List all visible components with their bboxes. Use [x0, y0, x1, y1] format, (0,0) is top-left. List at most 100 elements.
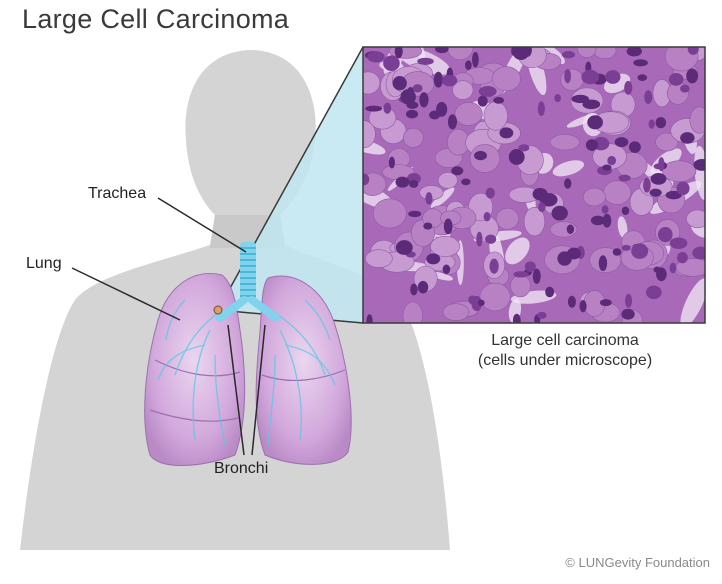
cell-nucleus [545, 286, 555, 298]
cell-nucleus [417, 280, 429, 294]
cell-nucleus [443, 218, 453, 235]
cell-nucleus [478, 85, 497, 97]
cell-nucleus [680, 84, 690, 93]
cell [523, 207, 546, 237]
cell-nucleus [465, 60, 472, 71]
cell [577, 47, 597, 58]
cell-nucleus [554, 94, 561, 103]
cell-nucleus [587, 115, 603, 130]
cell [363, 71, 381, 95]
cell-nucleus [537, 311, 547, 319]
cell [479, 282, 511, 312]
cell-nucleus [566, 224, 575, 234]
cell-nucleus [605, 70, 621, 84]
cell-nucleus [417, 57, 434, 65]
cell [655, 132, 679, 152]
cell-nucleus [425, 192, 433, 205]
cell-nucleus [409, 179, 419, 188]
cell-nucleus [532, 268, 541, 284]
stroma [680, 278, 705, 323]
cell-nucleus [406, 86, 415, 98]
microscope-caption: Large cell carcinoma (cells under micros… [430, 331, 700, 371]
stroma [552, 160, 585, 177]
cell-nucleus [419, 92, 429, 108]
cell-nucleus [687, 47, 699, 55]
cell-nucleus [668, 72, 684, 86]
cell-nucleus [485, 234, 497, 244]
cell-nucleus [676, 181, 690, 196]
cell-nucleus [614, 137, 629, 148]
cell-nucleus [598, 255, 608, 272]
cell-nucleus [571, 94, 590, 104]
cell-nucleus [408, 210, 422, 218]
cell [549, 134, 580, 151]
cell [510, 274, 531, 298]
cell-nucleus [607, 155, 617, 166]
cell-nucleus [581, 69, 600, 85]
cell [454, 102, 483, 126]
cell-nucleus [472, 51, 479, 68]
cell-nucleus [447, 114, 458, 130]
lobe-fissure [154, 359, 241, 377]
cell-nucleus [564, 69, 571, 84]
tissue-cells [363, 47, 705, 323]
cell-nucleus [532, 187, 548, 201]
cell-nucleus [461, 178, 471, 186]
cell-nucleus [537, 101, 545, 117]
cell-nucleus [423, 222, 433, 230]
cell-nucleus [579, 300, 587, 313]
cell-nucleus [383, 55, 400, 72]
cell [442, 303, 470, 321]
cell-nucleus [512, 313, 521, 323]
cell-nucleus [483, 211, 491, 222]
cell-nucleus [441, 74, 458, 87]
cell-nucleus [628, 141, 641, 154]
lobe-fissure [149, 409, 239, 422]
cell-nucleus [633, 59, 648, 67]
cell-nucleus [366, 314, 373, 323]
cell-nucleus [429, 110, 441, 120]
microscope-image [363, 47, 705, 323]
cell-nucleus [499, 127, 514, 139]
cell-nucleus [442, 264, 451, 275]
cell-nucleus [624, 80, 633, 95]
cell-nucleus [511, 47, 518, 57]
cell [686, 209, 705, 229]
cell [437, 171, 458, 189]
cell-nucleus [602, 213, 612, 228]
cell-nucleus [518, 144, 530, 152]
cell-nucleus [561, 51, 576, 59]
cell-nucleus [625, 293, 633, 308]
cell-nucleus [621, 244, 631, 251]
cell [662, 160, 697, 183]
cell-nucleus [653, 266, 661, 273]
cell-nucleus [626, 47, 642, 57]
cell-nucleus [388, 156, 395, 169]
cell-nucleus [637, 74, 648, 81]
cell-nucleus [395, 176, 410, 188]
stroma [617, 216, 628, 239]
cell-nucleus [365, 105, 383, 112]
cell-nucleus [489, 258, 499, 274]
lung-label: Lung [26, 255, 62, 272]
copyright-credit: © LUNGevity Foundation [565, 555, 710, 570]
cell-nucleus [646, 285, 662, 300]
cell-nucleus [644, 90, 653, 104]
cell [372, 198, 407, 229]
cell-nucleus [477, 299, 485, 306]
cell-nucleus [410, 283, 418, 296]
cell-nucleus [677, 251, 688, 264]
cell [452, 80, 474, 100]
cell-nucleus [474, 150, 487, 161]
cell-nucleus [405, 109, 419, 119]
cell [689, 106, 705, 134]
microscope-frame [362, 46, 706, 324]
cell-nucleus [602, 164, 612, 171]
cell-nucleus [476, 231, 483, 247]
cell-nucleus [363, 173, 370, 186]
stroma [505, 237, 530, 265]
cell [402, 301, 423, 323]
trachea [216, 242, 280, 322]
cell-nucleus [485, 187, 495, 199]
